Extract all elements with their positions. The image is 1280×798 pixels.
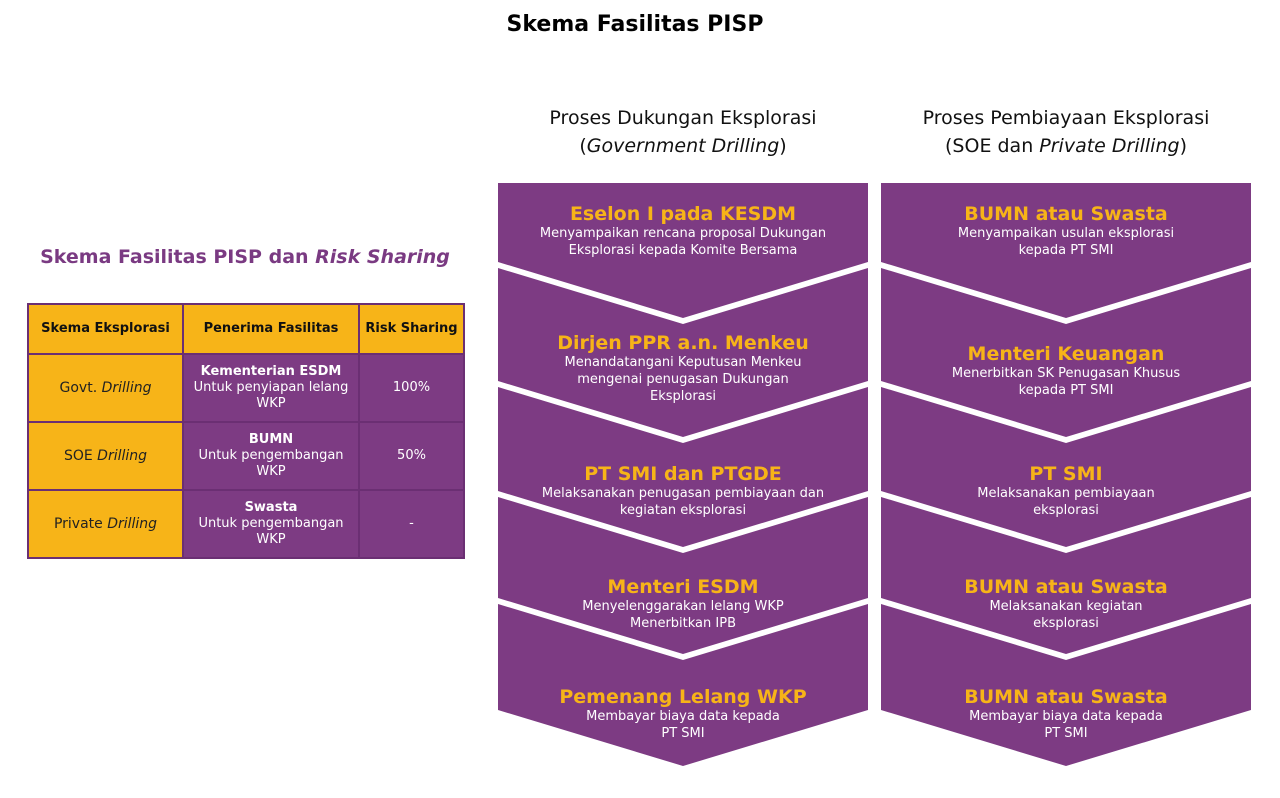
- step-description: Membayar biaya data kepada PT SMI: [969, 709, 1163, 741]
- scheme-cell: SOE Drilling: [27, 421, 184, 491]
- financing-chevron-5: [881, 604, 1251, 766]
- recipient-purpose: Untuk pengembangan WKP: [198, 516, 344, 547]
- step-description: Melaksanakan kegiatan eksplorasi: [989, 599, 1143, 631]
- paren-open: (SOE dan: [945, 135, 1040, 157]
- government-chevron-3: [498, 387, 868, 547]
- step-heading: BUMN atau Swasta: [964, 203, 1168, 225]
- table-header-row: Skema Eksplorasi Penerima Fasilitas Risk…: [27, 303, 465, 355]
- recipient-name: Swasta: [244, 500, 298, 515]
- financing-chevron-2: [881, 268, 1251, 437]
- column-heading-line1: Proses Pembiayaan Eksplorasi: [922, 107, 1210, 129]
- step-description: Melaksanakan penugasan pembiayaan dan ke…: [541, 486, 825, 518]
- chevron-column-financing: [881, 183, 1251, 766]
- column-heading-government: Proses Dukungan Eksplorasi (Government D…: [498, 104, 868, 160]
- recipient-name: Kementerian ESDM: [200, 364, 342, 379]
- government-chevron-5: [498, 604, 868, 766]
- step-heading: Menteri ESDM: [607, 576, 759, 598]
- paren-close: ): [1179, 135, 1187, 157]
- step-description: Menerbitkan SK Penugasan Khusus kepada P…: [951, 366, 1181, 398]
- paren-open: (: [579, 135, 587, 157]
- column-heading-line2: (Government Drilling): [498, 132, 868, 160]
- table-title: Skema Fasilitas PISP dan Risk Sharing: [28, 246, 462, 268]
- table-title-main: Skema Fasilitas PISP dan: [40, 246, 316, 268]
- table-title-italic: Risk Sharing: [315, 246, 450, 268]
- scheme-italic: Drilling: [101, 380, 152, 396]
- step-description: Membayar biaya data kepada PT SMI: [586, 709, 780, 741]
- step-description: Menyampaikan usulan eksplorasi kepada PT…: [957, 226, 1175, 258]
- government-chevron-1: [498, 183, 868, 318]
- government-chevron-2: [498, 268, 868, 437]
- financing-chevron-4: [881, 497, 1251, 654]
- step-heading: BUMN atau Swasta: [964, 576, 1168, 598]
- scheme-italic: Drilling: [107, 516, 158, 532]
- column-heading-line2: (SOE dan Private Drilling): [881, 132, 1251, 160]
- financing-chevron-1: [881, 183, 1251, 318]
- header-scheme: Skema Eksplorasi: [27, 303, 184, 355]
- header-recipient: Penerima Fasilitas: [182, 303, 360, 355]
- chevron-column-government: [498, 183, 868, 766]
- scheme-cell: Govt. Drilling: [27, 353, 184, 423]
- scheme-italic: Drilling: [97, 448, 148, 464]
- step-description: Menyampaikan rencana proposal Dukungan E…: [539, 226, 827, 258]
- government-chevron-4: [498, 497, 868, 654]
- share-cell: -: [358, 489, 465, 559]
- step-heading: Dirjen PPR a.n. Menkeu: [557, 332, 809, 354]
- recipient-purpose: Untuk penyiapan lelang WKP: [193, 380, 349, 411]
- risk-sharing-table: Skema Eksplorasi Penerima Fasilitas Risk…: [27, 303, 465, 559]
- step-description: Melaksanakan pembiayaan eksplorasi: [977, 486, 1155, 518]
- step-heading: Eselon I pada KESDM: [569, 203, 797, 225]
- column-heading-line1: Proses Dukungan Eksplorasi: [549, 107, 817, 129]
- column-heading-italic: Government Drilling: [586, 135, 780, 157]
- scheme-text: SOE: [63, 448, 98, 464]
- step-heading: PT SMI dan PTGDE: [584, 463, 782, 485]
- header-risk-sharing: Risk Sharing: [358, 303, 465, 355]
- share-cell: 50%: [358, 421, 465, 491]
- step-heading: Menteri Keuangan: [967, 343, 1165, 365]
- step-description: Menandatangani Keputusan Menkeu mengenai…: [564, 355, 802, 404]
- paren-close: ): [779, 135, 787, 157]
- step-heading: PT SMI: [1029, 463, 1103, 485]
- column-heading-italic: Private Drilling: [1039, 135, 1180, 157]
- scheme-cell: Private Drilling: [27, 489, 184, 559]
- recipient-purpose: Untuk pengembangan WKP: [198, 448, 344, 479]
- recipient-name: BUMN: [248, 432, 294, 447]
- scheme-text: Govt.: [59, 380, 102, 396]
- step-description: Menyelenggarakan lelang WKP Menerbitkan …: [582, 599, 784, 631]
- step-heading: BUMN atau Swasta: [964, 686, 1168, 708]
- scheme-text: Private: [53, 516, 108, 532]
- page-title: Skema Fasilitas PISP: [506, 12, 764, 37]
- column-heading-financing: Proses Pembiayaan Eksplorasi (SOE dan Pr…: [881, 104, 1251, 160]
- step-heading: Pemenang Lelang WKP: [559, 686, 807, 708]
- financing-chevron-3: [881, 387, 1251, 547]
- share-cell: 100%: [358, 353, 465, 423]
